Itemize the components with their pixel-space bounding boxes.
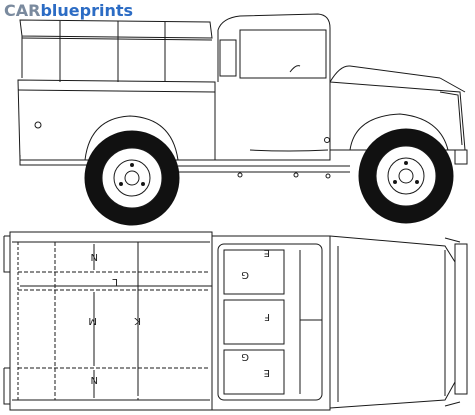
dim-label-k: K (134, 315, 141, 326)
logo-blueprints-text: blueprints (40, 1, 134, 20)
dim-label-n-bottom: N (91, 374, 98, 385)
dim-label-m: M (88, 315, 97, 326)
dim-label-e-top: E (264, 247, 270, 258)
dim-label-l: L (112, 276, 118, 287)
logo-car-text: CAR (4, 1, 41, 20)
dim-label-g-top: G (241, 269, 249, 280)
dim-label-g-bottom: G (241, 351, 249, 362)
site-logo: CARblueprints (4, 2, 133, 20)
top-view (3, 231, 468, 411)
rear-wheel (84, 130, 180, 226)
front-wheel (358, 128, 454, 224)
dim-label-f: F (264, 311, 270, 322)
side-view (17, 13, 468, 226)
dim-label-e-bottom: E (264, 367, 270, 378)
dimension-labels: N L M K N E G F G E (88, 247, 270, 385)
dim-label-n-top: N (91, 251, 98, 262)
